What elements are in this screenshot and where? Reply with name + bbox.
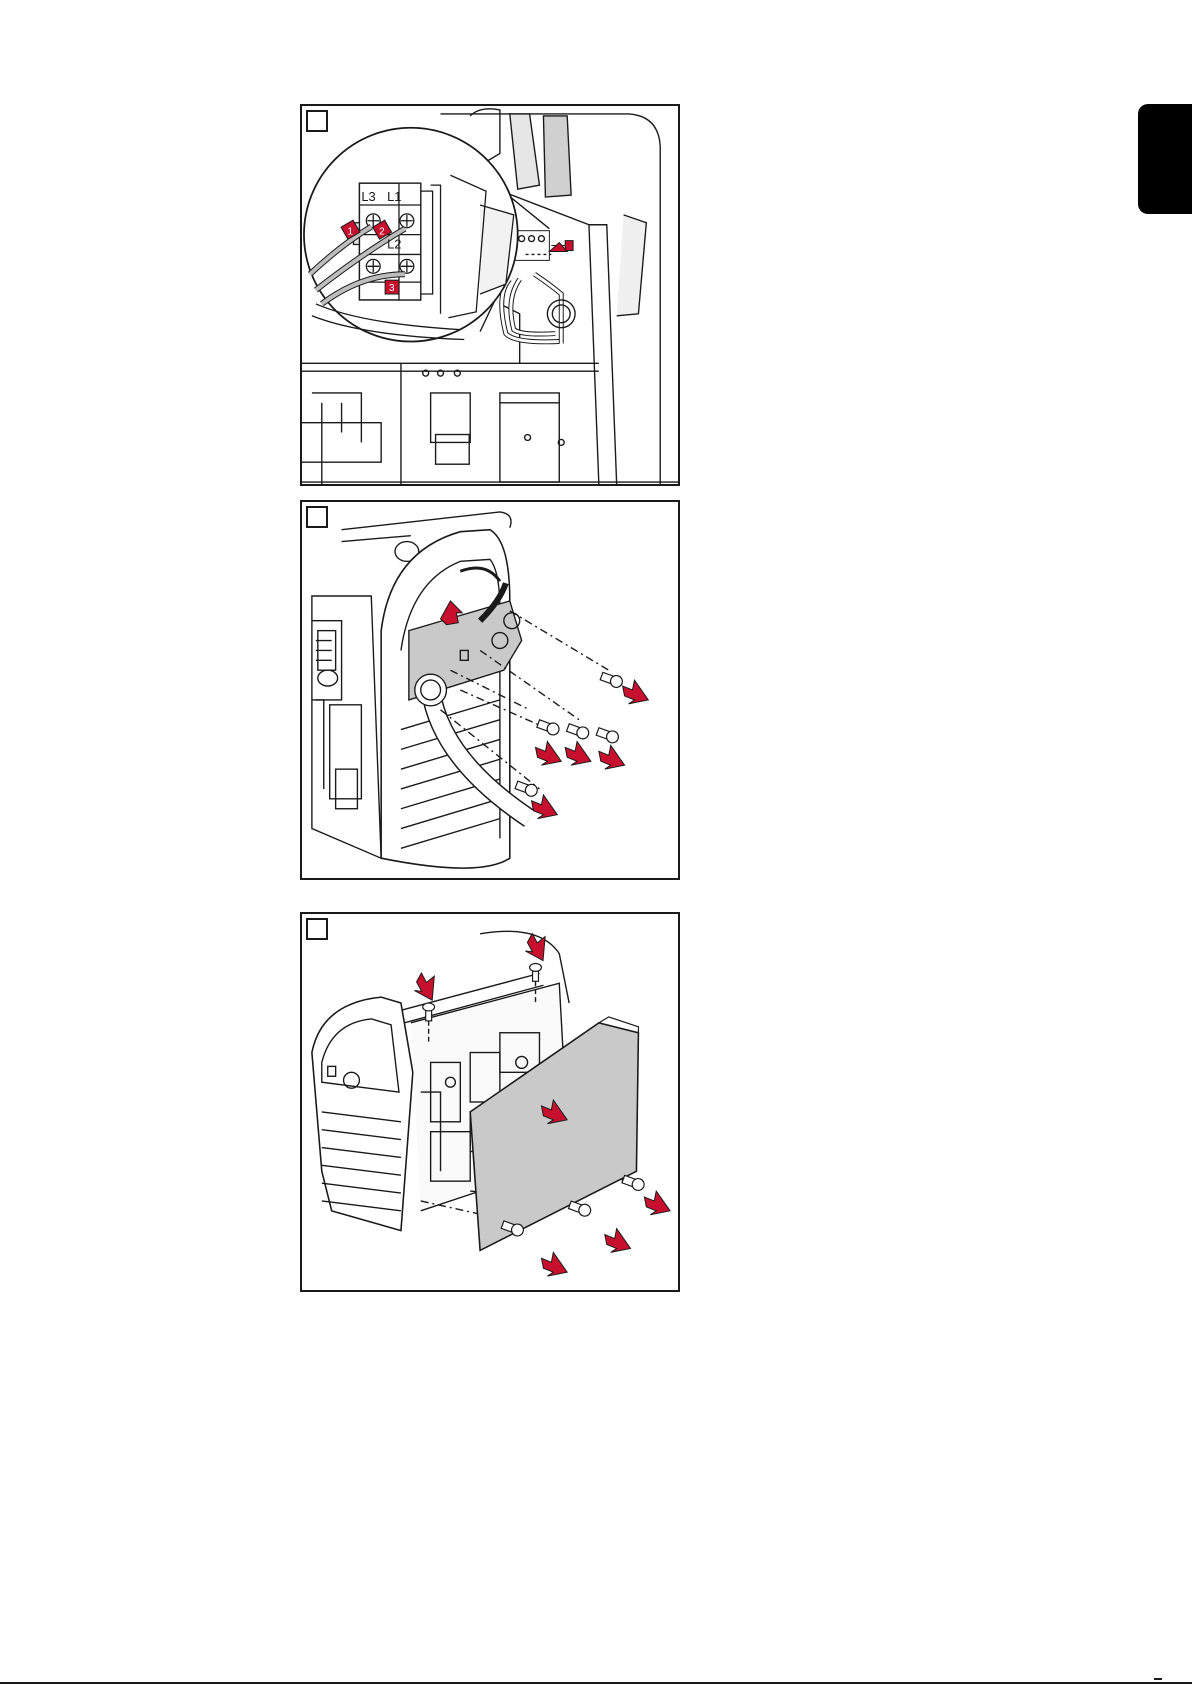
- svg-text:2: 2: [379, 227, 385, 238]
- figure-3-illustration: [302, 914, 678, 1290]
- figure-1-terminal-wiring: L3 L1 L2 1 2 3: [300, 104, 680, 486]
- step-number-box: [306, 110, 328, 132]
- terminal-label-l3: L3: [361, 189, 375, 204]
- insert-arrow: [565, 741, 591, 765]
- insert-arrow: [599, 745, 625, 769]
- footer-mark: [1154, 1678, 1162, 1680]
- screw-group: [514, 670, 624, 797]
- svg-text:1: 1: [348, 227, 354, 238]
- insert-arrow: [623, 680, 649, 704]
- insert-arrow: [536, 741, 562, 765]
- figure-1-illustration: L3 L1 L2 1 2 3: [302, 106, 678, 484]
- language-tab: [1138, 104, 1192, 214]
- insert-arrow: [532, 795, 558, 819]
- svg-text:3: 3: [389, 283, 395, 294]
- insert-arrow: [410, 969, 445, 1004]
- step-number-box: [306, 918, 328, 940]
- figure-3-side-panel-mounting: [300, 912, 680, 1292]
- insert-arrow: [605, 1229, 631, 1253]
- insert-arrow: [644, 1191, 670, 1215]
- figure-2-front-panel-mounting: [300, 500, 680, 880]
- terminal-label-l1: L1: [387, 189, 401, 204]
- insert-arrow: [521, 929, 556, 964]
- callout-arrow-3: 3: [385, 280, 399, 294]
- terminal-label-l2: L2: [387, 236, 401, 251]
- footer-rule: [0, 1682, 1192, 1684]
- figure-2-illustration: [302, 502, 678, 878]
- step-number-box: [306, 506, 328, 528]
- insert-arrow: [541, 1252, 567, 1276]
